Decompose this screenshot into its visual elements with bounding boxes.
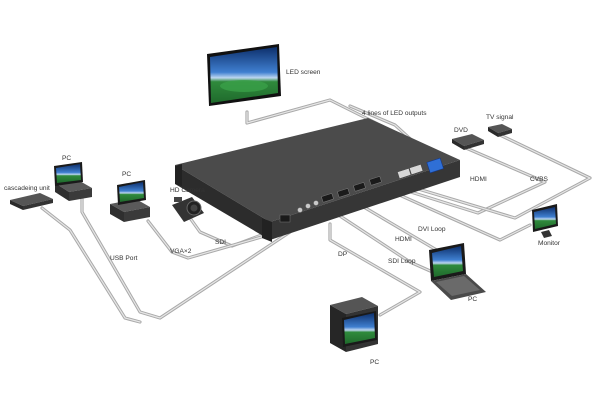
video-processor	[175, 118, 460, 242]
tv-signal-label: TV signal	[486, 114, 514, 121]
pc-bottom: PC	[330, 297, 379, 366]
hd-camera: HD Camera	[170, 187, 205, 222]
sdi-label: SDI	[215, 239, 226, 246]
cable-labels: HDMI CVBS DVI Loop HDMI USB Port VGA×2 S…	[110, 176, 549, 265]
dvd-player: DVD	[452, 127, 484, 150]
pc-mid-left-label: PC	[122, 171, 131, 178]
pc-top-left-label: PC	[62, 155, 71, 162]
cascading-unit-label: cascadeing unit	[4, 185, 50, 192]
dp-label: DP	[338, 251, 348, 258]
pc-bottom-label: PC	[370, 359, 379, 366]
hdmi-top-label: HDMI	[470, 176, 487, 183]
hd-camera-label: HD Camera	[170, 187, 205, 194]
pc-laptop-right-label: PC	[468, 296, 477, 303]
dvd-label: DVD	[454, 127, 468, 134]
sdi-loop-label: SDI Loop	[388, 258, 416, 265]
pc-mid-left: PC	[110, 171, 150, 222]
tv-signal-box: TV signal	[486, 114, 514, 137]
usb-port-label: USB Port	[110, 255, 138, 262]
rear-ports	[279, 157, 444, 223]
pc-laptop-right: PC	[429, 243, 486, 303]
led-screen: LED screen	[207, 44, 321, 106]
cvbs-label: CVBS	[530, 176, 549, 183]
pc-top-left: PC	[54, 155, 92, 201]
cascading-unit: cascadeing unit	[4, 185, 53, 210]
led-outputs-label: 4 lines of LED outputs	[362, 110, 427, 117]
hdmi-mid-label: HDMI	[395, 236, 412, 243]
led-screen-label: LED screen	[286, 69, 321, 76]
vga-label: VGA×2	[170, 248, 192, 255]
monitor-label: Monitor	[538, 240, 561, 247]
monitor: Monitor	[532, 204, 561, 247]
dvi-loop-label: DVI Loop	[418, 226, 446, 233]
